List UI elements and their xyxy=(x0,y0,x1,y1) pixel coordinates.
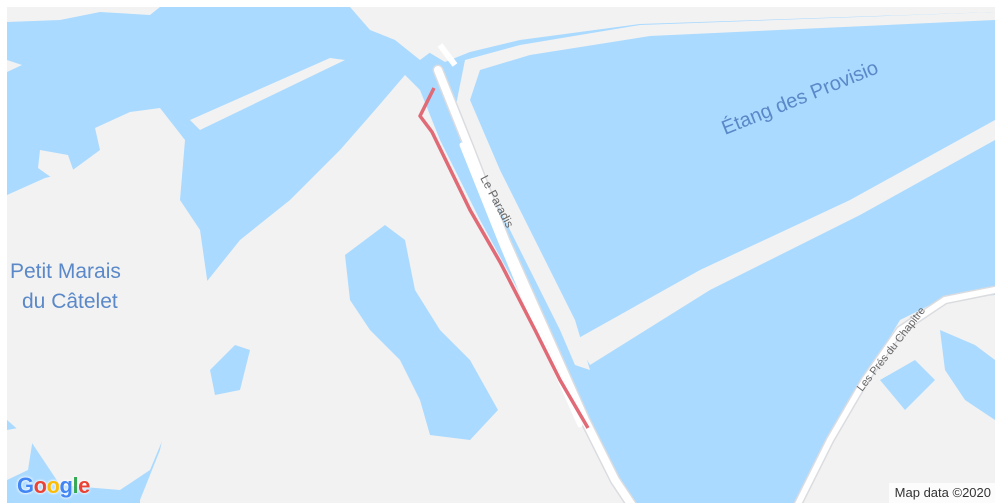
logo-letter: g xyxy=(59,473,73,498)
land-top-strip xyxy=(7,7,995,62)
land-left-sliver xyxy=(7,60,22,72)
road-le-paradis xyxy=(434,66,636,503)
land-top-center xyxy=(350,7,440,60)
logo-letter: o xyxy=(46,473,60,498)
water-se-pond xyxy=(880,360,935,410)
label-petit-marais-2: du Câtelet xyxy=(22,290,118,313)
logo-letter: e xyxy=(78,473,90,498)
land-strip-etang xyxy=(575,120,995,365)
map-attribution[interactable]: Map data ©2020 xyxy=(888,483,995,503)
land-islet-1 xyxy=(62,388,72,412)
route-line xyxy=(418,87,590,429)
land-islet-2 xyxy=(38,150,75,180)
petit-marais-island xyxy=(7,108,210,490)
map-drawing: Petit Marais du Câtelet Étang des Provis… xyxy=(7,7,995,503)
land-strip-nw xyxy=(190,58,345,130)
google-logo[interactable]: Google xyxy=(17,475,90,497)
land-left-bottom xyxy=(7,425,35,480)
logo-letter: G xyxy=(17,473,34,498)
land-top-left xyxy=(7,7,160,22)
road-north xyxy=(437,43,458,67)
label-petit-marais-1: Petit Marais xyxy=(10,260,121,283)
water-se-inlet xyxy=(940,330,995,420)
road-les-pres xyxy=(795,287,995,503)
pond-small xyxy=(210,345,250,395)
logo-letter: l xyxy=(72,473,79,498)
pond xyxy=(345,225,498,440)
logo-letter: o xyxy=(33,473,47,498)
